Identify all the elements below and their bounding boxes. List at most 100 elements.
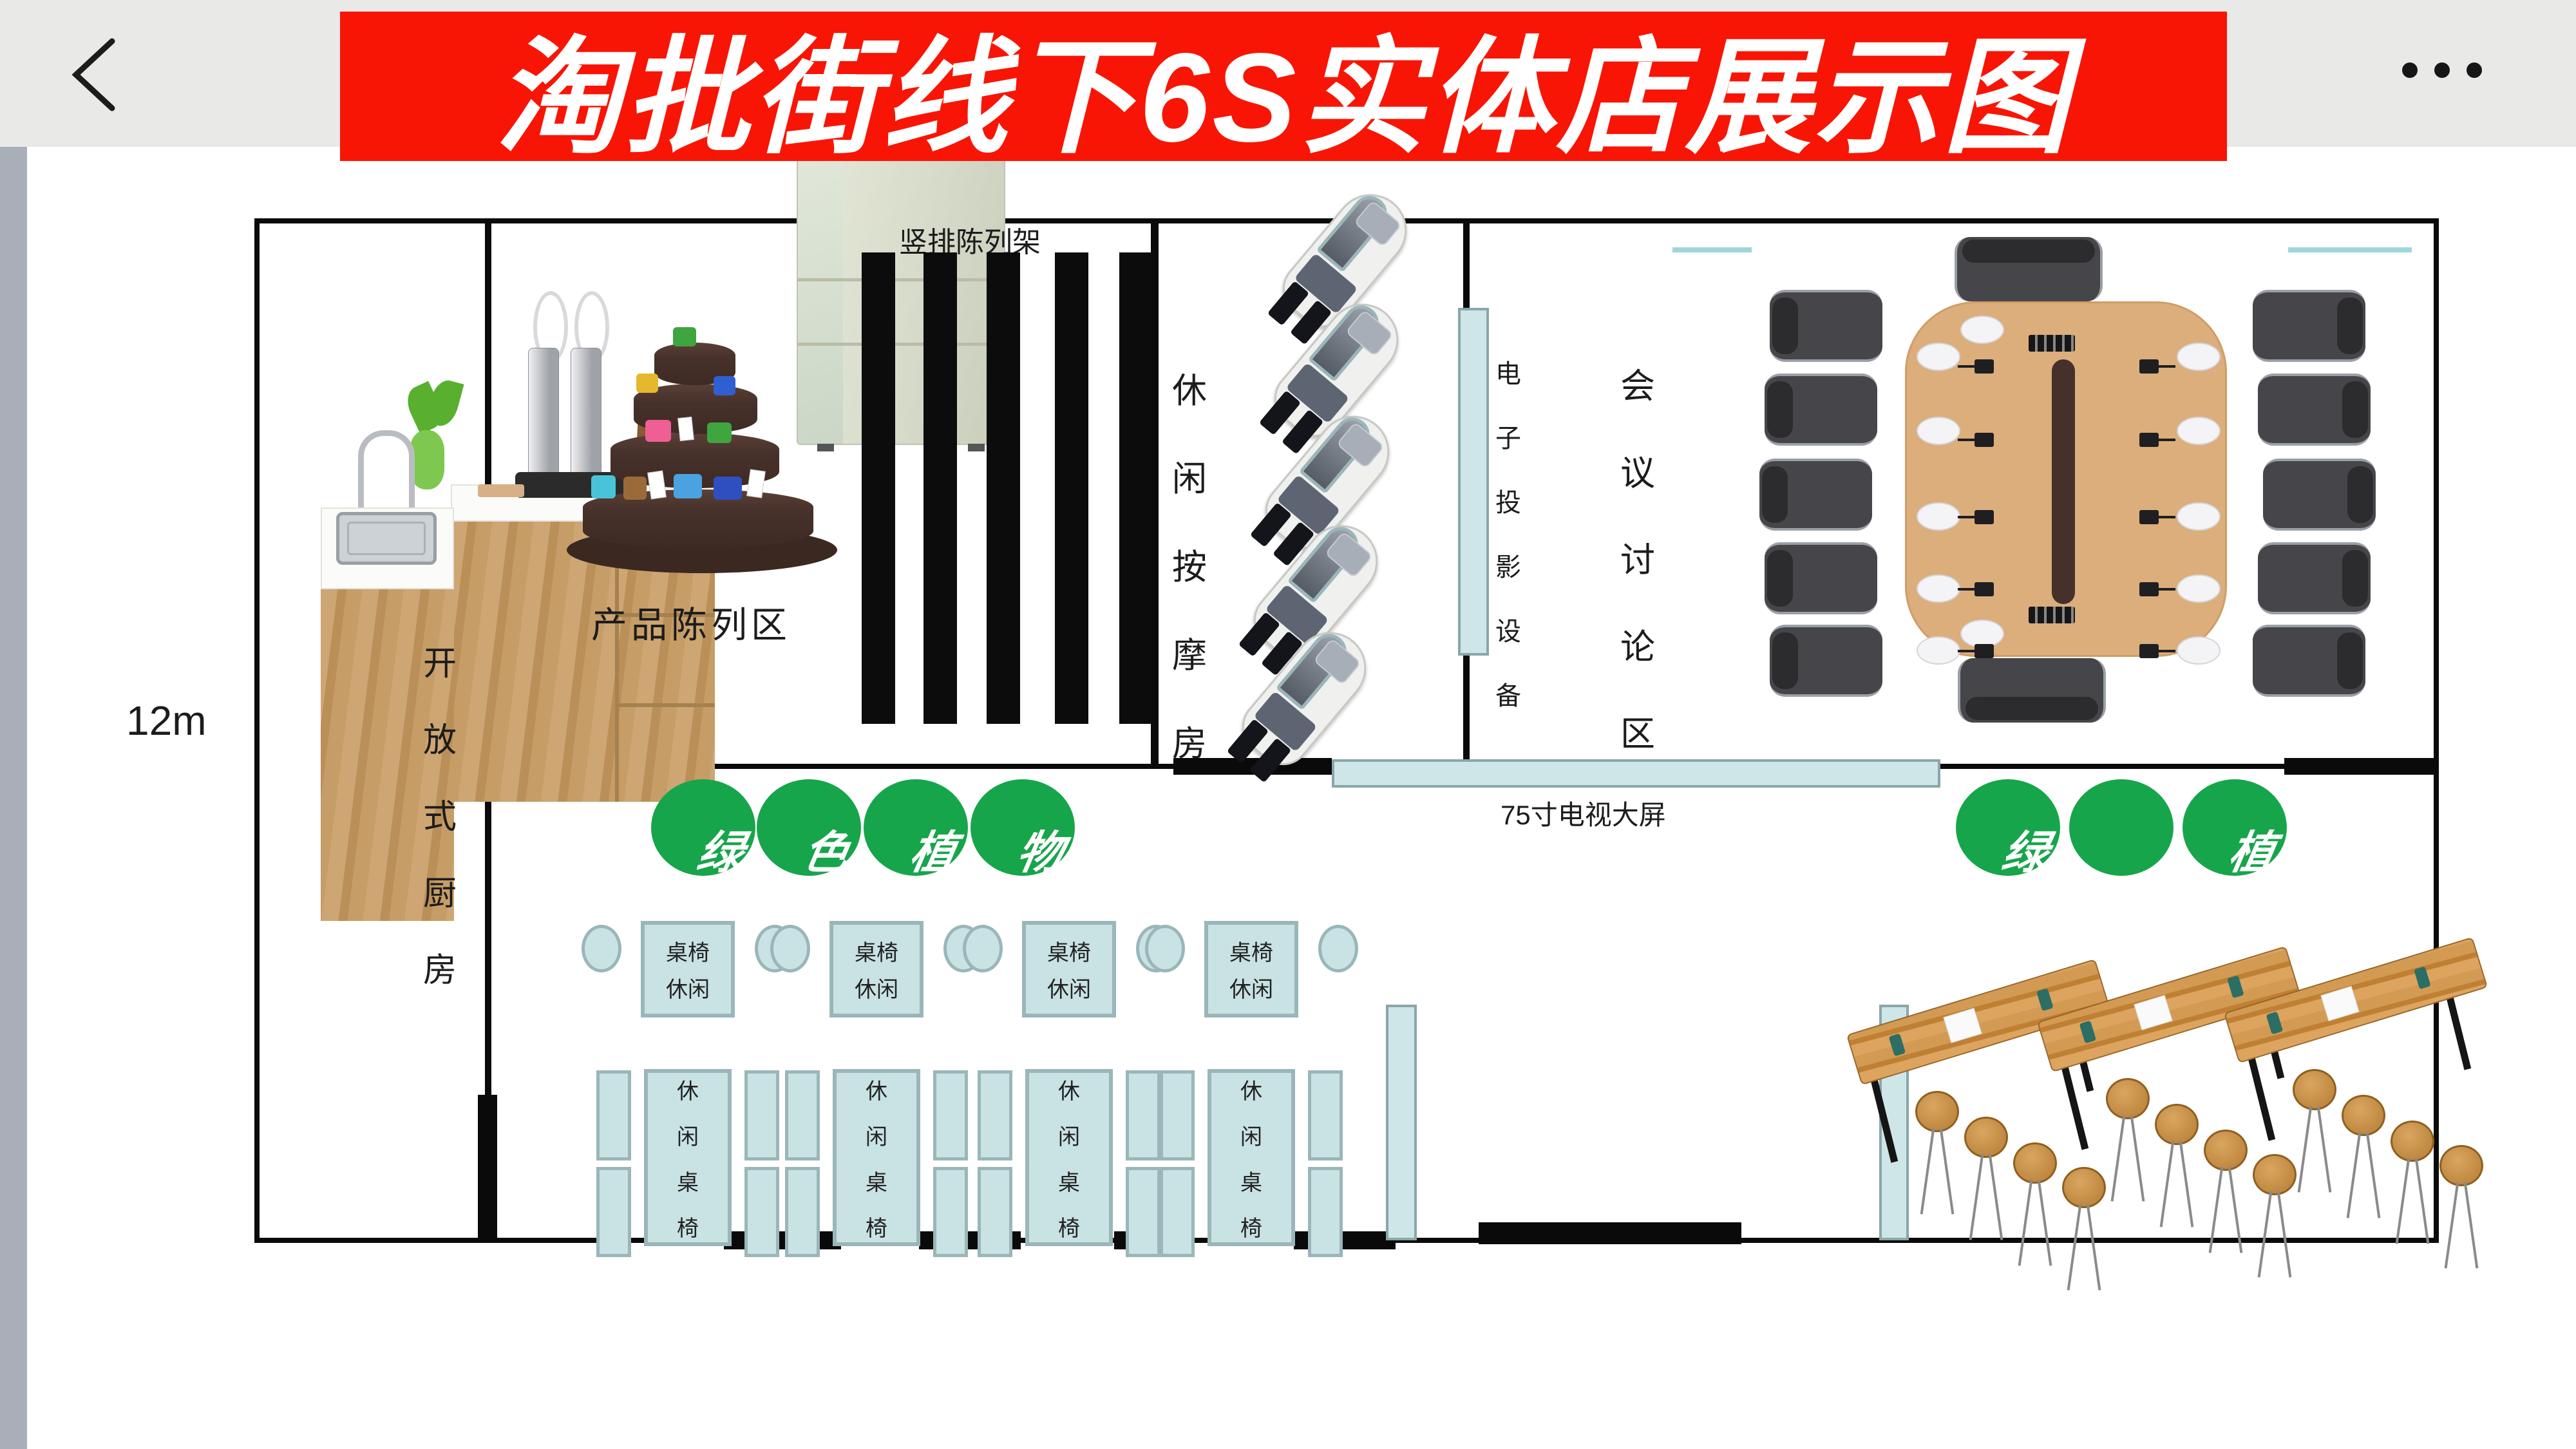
conference-chair (2253, 625, 2365, 697)
conference-chair (1759, 459, 1872, 531)
leisure-table-small: 桌椅休闲 (1204, 921, 1298, 1018)
plate (2177, 502, 2221, 531)
plant-oval: 色 (757, 779, 861, 878)
bench-seat (744, 1070, 779, 1160)
bag (714, 376, 735, 395)
shelf-bar (923, 252, 957, 724)
plant-vase (410, 430, 444, 489)
conference-chair (1955, 237, 2103, 301)
bag (623, 477, 647, 500)
bench-seat (785, 1167, 820, 1257)
leisure-booth: 休闲桌椅 (833, 1069, 920, 1246)
faucet (358, 430, 415, 513)
leisure-table-small: 桌椅休闲 (641, 921, 735, 1018)
fridge-image (797, 156, 1005, 451)
bench-seat (933, 1167, 968, 1257)
conference-chair (1958, 658, 2106, 723)
bar-table-set (2034, 942, 2336, 1278)
product-display-label: 产品陈列区 (591, 605, 791, 645)
conference-chair (1770, 290, 1882, 362)
table-connector (2029, 335, 2075, 352)
chair-oval (1145, 925, 1185, 972)
wall-middle-thick-3 (2284, 758, 2434, 775)
page-title: 淘批街线下6S实体店展示图 (495, 26, 2072, 168)
plant-oval: 植 (864, 779, 968, 878)
decanter (571, 348, 601, 478)
bench-seat (1308, 1167, 1343, 1257)
chair-oval (582, 925, 621, 972)
bag (636, 374, 658, 393)
bag (714, 477, 742, 500)
leisure-table-small: 桌椅休闲 (1022, 921, 1116, 1018)
cutting-board (478, 484, 524, 497)
wall-left (254, 218, 260, 1243)
ellipsis-icon (2402, 62, 2418, 78)
plant-oval: 植 (2183, 779, 2287, 878)
wall-kitchen-thick (478, 1095, 497, 1242)
bench-seat (933, 1070, 968, 1160)
conference-cable-tray (2052, 359, 2075, 604)
massage-room-label: 休闲按摩房 (1172, 372, 1207, 763)
dimension-label: 12m (126, 697, 207, 744)
title-banner: 淘批街线下6S实体店展示图 (340, 12, 2227, 168)
bench-seat (785, 1070, 820, 1160)
plate (1917, 574, 1960, 603)
plant-oval: 物 (971, 779, 1075, 878)
plant-oval (2069, 779, 2174, 876)
plate (1960, 316, 2004, 344)
meeting-area-label: 会议讨论区 (1620, 367, 1655, 753)
decanter (528, 348, 559, 478)
shelf-bar (1055, 252, 1088, 724)
pillar (1386, 1005, 1417, 1240)
wall-bottom-thick-5 (1479, 1222, 1741, 1244)
wall-bottom-thick-1 (724, 1231, 841, 1249)
bench-seat (978, 1167, 1012, 1257)
conference-chair (2263, 459, 2376, 531)
conference-chair (2258, 542, 2371, 614)
plate (2177, 574, 2221, 603)
projector-bar (1458, 308, 1489, 656)
plant-oval: 绿 (651, 779, 755, 878)
leisure-table-small: 桌椅休闲 (829, 921, 923, 1018)
back-button[interactable] (62, 36, 133, 113)
wall-massage-left (1151, 218, 1159, 764)
projector-label: 电子投影设备 (1495, 360, 1521, 710)
plate (2177, 417, 2221, 445)
bench-seat (1160, 1070, 1195, 1160)
shelf-bar (862, 252, 895, 724)
bag (645, 420, 671, 442)
leisure-booth: 休闲桌椅 (1025, 1069, 1113, 1246)
bench-seat (596, 1167, 631, 1257)
bag (673, 327, 696, 346)
bar-table-set (1843, 954, 2146, 1291)
bench-seat (1308, 1070, 1343, 1160)
bag (591, 475, 616, 498)
bench-seat (978, 1070, 1012, 1160)
sink (336, 512, 437, 565)
shelf-bar (1119, 252, 1153, 724)
plate (2177, 343, 2221, 371)
plate (2177, 636, 2221, 665)
more-menu-button[interactable] (2402, 54, 2505, 86)
left-scroll-strip[interactable] (0, 147, 27, 1449)
chair-oval (1318, 925, 1358, 972)
bench-seat (1126, 1070, 1160, 1160)
table-connector (2029, 607, 2075, 623)
bench-seat (1160, 1167, 1195, 1257)
plate (1917, 343, 1960, 371)
conference-chair (2258, 374, 2371, 446)
window-line-left (1672, 247, 1752, 252)
plate (1917, 636, 1960, 665)
leisure-booth: 休闲桌椅 (644, 1069, 732, 1246)
wall-right (2434, 218, 2439, 1243)
shelf-bar (987, 252, 1020, 724)
bag (707, 422, 732, 443)
leisure-booth: 休闲桌椅 (1208, 1069, 1295, 1246)
tv-screen-bar (1332, 759, 1940, 788)
open-kitchen-label: 开放式厨房 (422, 645, 457, 989)
plant-oval: 绿 (1956, 779, 2060, 878)
conference-chair (1770, 625, 1882, 697)
bar-table-set (2221, 933, 2523, 1269)
bag (674, 474, 702, 498)
